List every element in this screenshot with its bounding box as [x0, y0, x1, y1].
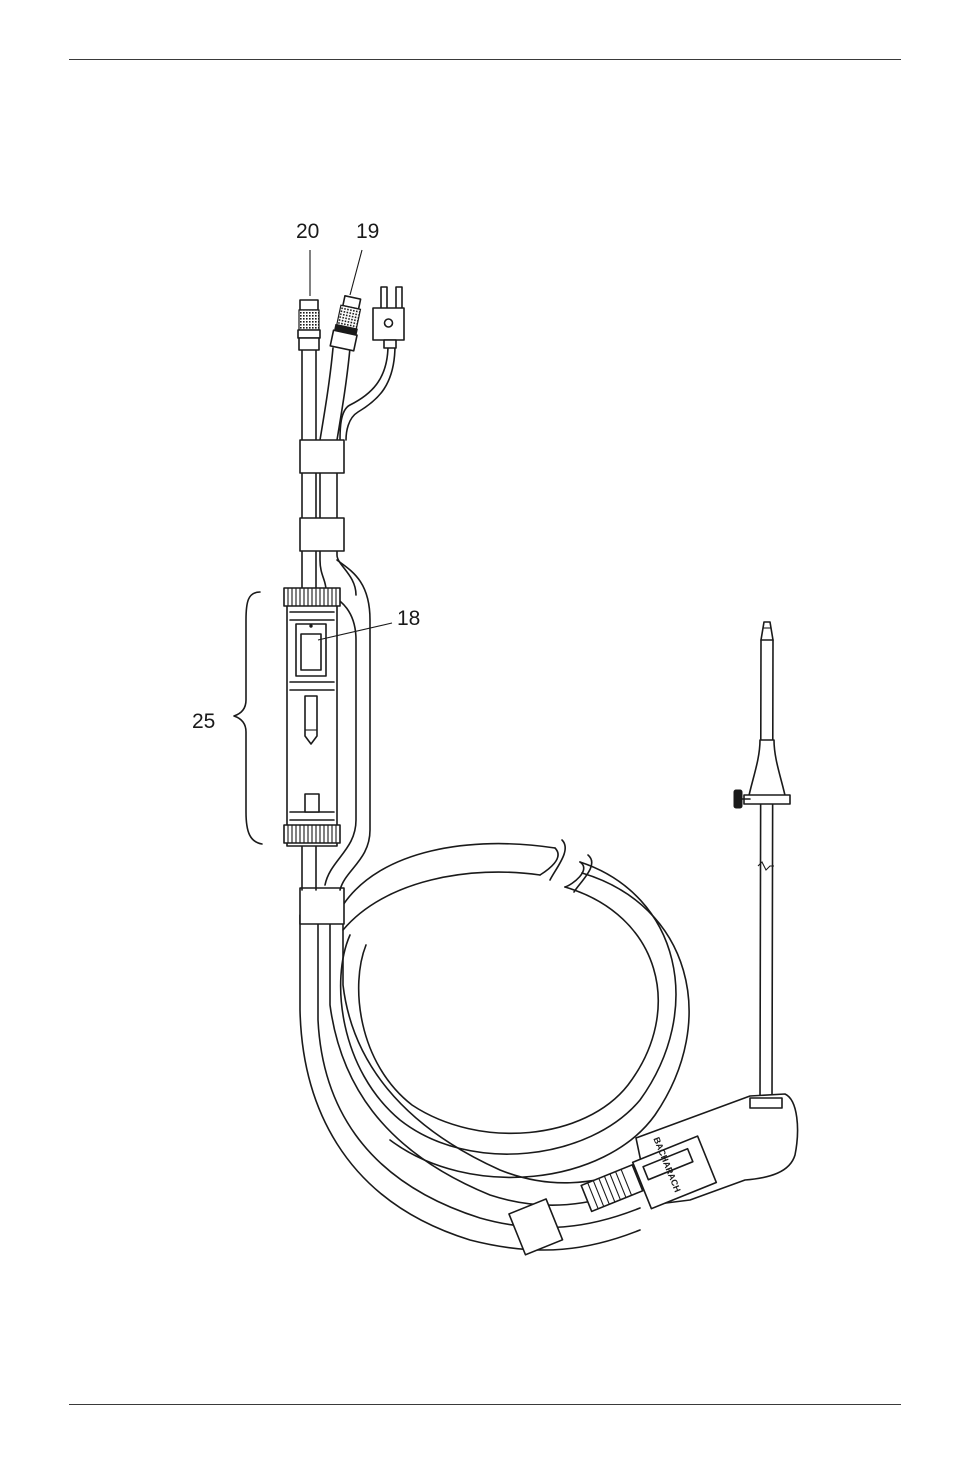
thumb-screw [734, 790, 742, 808]
connector-20 [298, 300, 320, 350]
hose-clamp-lower [300, 888, 344, 924]
bracket-25 [234, 592, 262, 844]
filter-assembly [284, 588, 340, 846]
callout-25: 25 [192, 592, 262, 844]
thermocouple-plug [373, 287, 404, 348]
callout-label-18: 18 [397, 607, 420, 630]
callout-label-25: 25 [192, 710, 215, 733]
handle-ribs [581, 1165, 642, 1212]
callout-label-20: 20 [296, 220, 319, 243]
probe: BACHARACH [509, 622, 798, 1255]
handle-hose-clamp [509, 1199, 563, 1255]
hose-clamp-middle [300, 518, 344, 551]
connector-19 [330, 295, 364, 351]
depth-stop [748, 740, 786, 800]
callout-label-19: 19 [356, 220, 379, 243]
callout-19: 19 [350, 220, 379, 295]
callout-20: 20 [296, 220, 319, 296]
hose-clamp-top [300, 440, 344, 473]
